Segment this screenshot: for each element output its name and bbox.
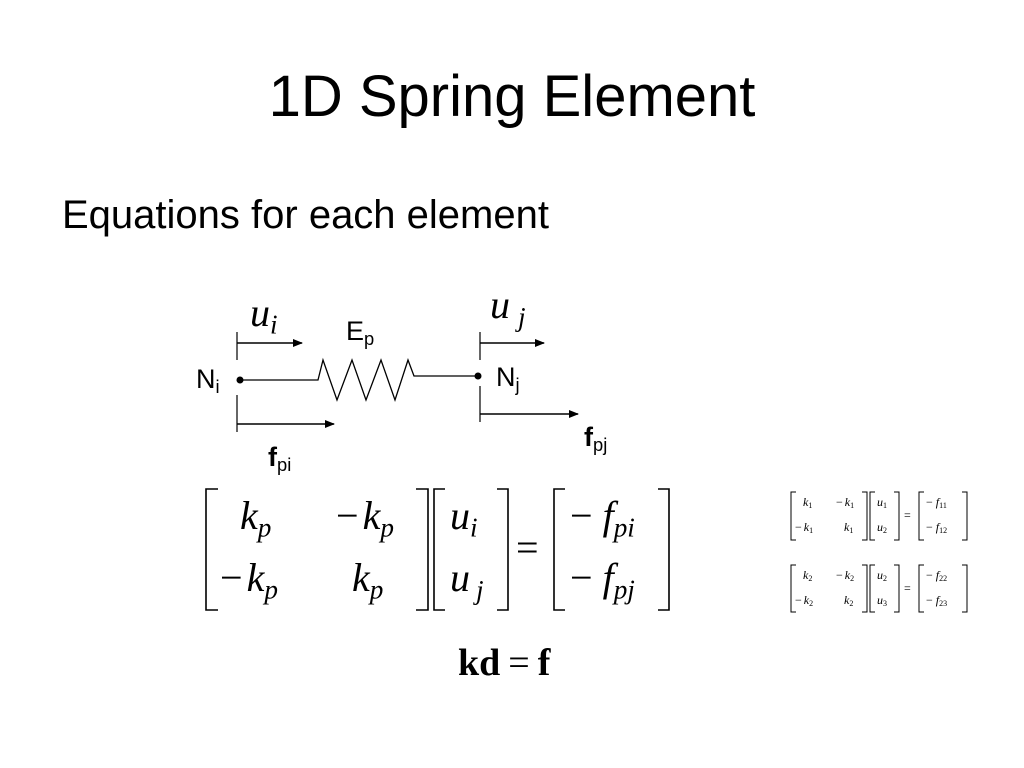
el1-k11: k1: [803, 495, 813, 510]
el1-d2: u2: [877, 520, 887, 535]
el2-k11: k2: [803, 568, 813, 583]
main-matrix-brackets: [205, 488, 670, 611]
label-e-p: Ep: [346, 316, 375, 350]
element2-brackets: [790, 564, 968, 613]
el2-f2: −f23: [926, 593, 948, 608]
el1-k12: −k1: [836, 495, 855, 510]
compact-equation: kd=f: [458, 642, 551, 684]
label-n-j: Nj: [496, 362, 520, 396]
el1-k22: k1: [844, 520, 854, 535]
main-k11: kp: [240, 493, 272, 543]
el2-equals: =: [904, 581, 911, 595]
el2-k21: −k2: [795, 593, 814, 608]
el1-f1: −f11: [926, 495, 947, 510]
main-k22: kp: [352, 555, 384, 605]
slide-title: 1D Spring Element: [268, 64, 756, 129]
label-f-pj: fpj: [584, 422, 608, 456]
label-u-i: ui: [250, 290, 278, 340]
main-f1: −fpi: [570, 493, 635, 543]
main-d1: ui: [450, 493, 478, 543]
el1-k21: −k1: [795, 520, 814, 535]
element1-brackets: [790, 491, 968, 541]
main-k12: −kp: [336, 493, 394, 543]
spring-icon: [240, 357, 478, 403]
el2-d2: u3: [877, 593, 887, 608]
el2-k22: k2: [844, 593, 854, 608]
el2-d1: u2: [877, 568, 887, 583]
label-n-i: Ni: [196, 364, 220, 398]
el1-d1: u1: [877, 495, 887, 510]
el2-k12: −k2: [836, 568, 855, 583]
main-f2: −fpj: [570, 555, 635, 605]
el1-equals: =: [904, 508, 911, 522]
main-k21: −kp: [220, 555, 278, 605]
el1-f2: −f12: [926, 520, 948, 535]
bullet-text: Equations for each element: [62, 193, 549, 237]
el2-f1: −f22: [926, 568, 948, 583]
label-f-pi: fpi: [268, 442, 292, 476]
main-equals: =: [516, 525, 539, 570]
node-i-dot: [236, 376, 244, 384]
node-j-dot: [474, 372, 482, 380]
